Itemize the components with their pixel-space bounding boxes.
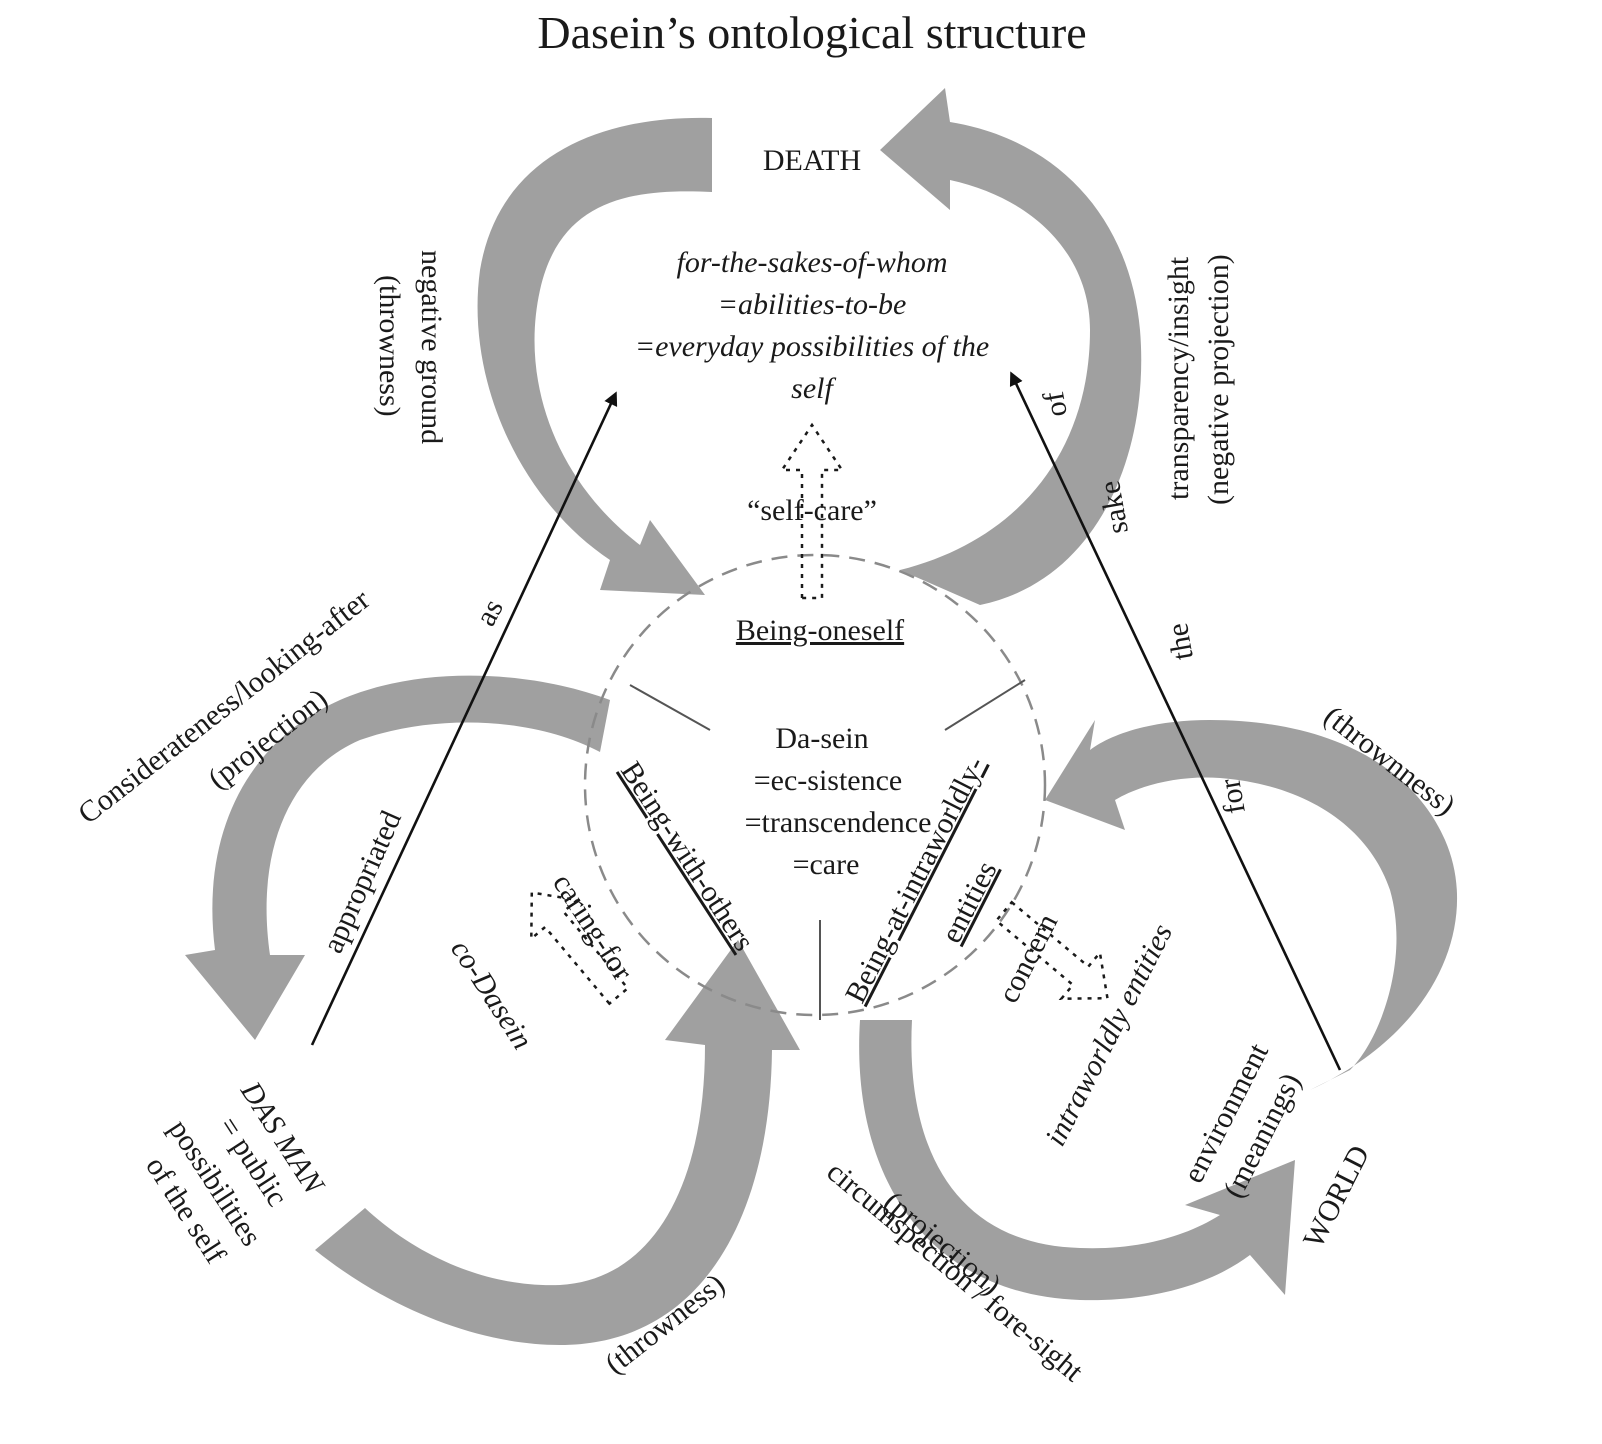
death-label: DEATH	[763, 144, 861, 177]
caring-for-dotted-arrow	[530, 891, 630, 1006]
self-label: self	[791, 372, 836, 405]
dasein-label: Da-sein	[775, 722, 868, 755]
care-label: =care	[793, 848, 860, 881]
concern-dotted-arrow	[994, 900, 1109, 1000]
for-the-sakes-of-whom: for-the-sakes-of-whom	[676, 246, 947, 279]
left-loop-top-band	[185, 675, 610, 1040]
top-loop	[477, 88, 1142, 605]
concern-label: concern	[992, 909, 1065, 1009]
entities-label: entities	[935, 856, 1004, 948]
appropriated-arrow	[310, 391, 618, 1046]
throwness-top-label: (throwness)	[373, 275, 406, 417]
top-loop-right-band	[880, 88, 1142, 605]
center-circle	[583, 553, 1047, 1017]
diagram-title: Dasein’s ontological structure	[537, 7, 1086, 58]
self-care-label: “self-care”	[747, 494, 877, 527]
co-dasein-label: co-Dasein	[444, 934, 539, 1055]
top-loop-left-band	[477, 117, 712, 595]
everyday-possibilities: =everyday possibilities of the	[635, 330, 989, 363]
negative-projection-label: (negative projection)	[1202, 254, 1235, 505]
left-loop	[185, 675, 800, 1345]
of-label: of	[1037, 389, 1074, 419]
transcendence-label: =transcendence	[745, 806, 932, 839]
left-loop-bottom-band	[315, 940, 800, 1345]
right-loop	[859, 720, 1458, 1301]
right-loop-bottom-band	[859, 1020, 1295, 1301]
sake-label: sake	[1093, 478, 1135, 536]
intraworldly-entities-label: intraworldly entities	[1039, 919, 1179, 1152]
world-label: WORLD	[1297, 1140, 1376, 1253]
as-label: as	[469, 594, 510, 632]
caring-for-label: caring-for	[546, 868, 639, 987]
self-care-dotted-arrow	[779, 422, 845, 600]
the-label: the	[1161, 621, 1200, 663]
being-with-others-label: Being-with-others	[614, 756, 761, 957]
separator-left	[629, 684, 711, 731]
separator-right	[944, 679, 1026, 731]
being-oneself-label: Being-oneself	[736, 614, 904, 647]
ec-sistence-label: =ec-sistence	[754, 764, 903, 797]
negative-ground-label: negative ground	[415, 250, 448, 444]
for-the-sake-of-arrow	[1009, 371, 1342, 1071]
right-loop-top-band	[1045, 720, 1458, 1090]
abilities-to-be: =abilities-to-be	[718, 288, 907, 321]
for-label: for	[1213, 776, 1252, 816]
transparency-label: transparency/insight	[1162, 256, 1195, 500]
